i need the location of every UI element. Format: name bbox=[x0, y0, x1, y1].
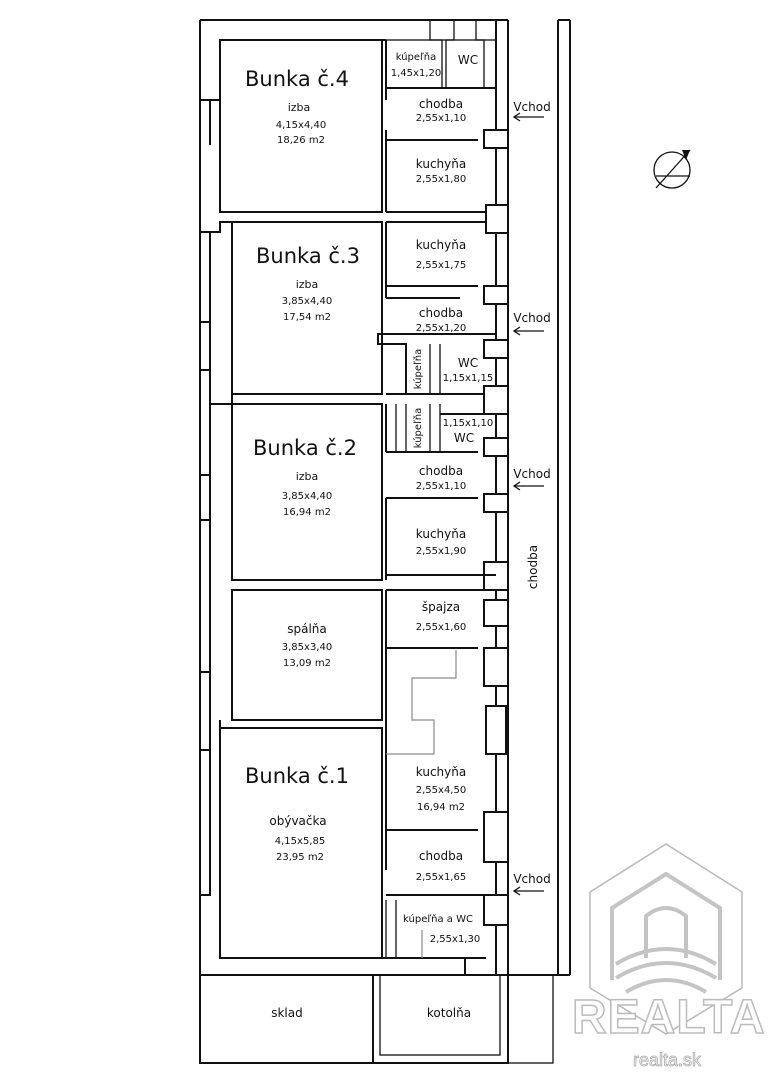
unit-3-dims: 3,85x4,40 bbox=[282, 296, 332, 307]
entrance-arrows bbox=[512, 112, 544, 896]
room-dims: 1,45x1,20 bbox=[391, 68, 441, 79]
room-label: chodba bbox=[419, 97, 463, 111]
brand-url: realta.sk bbox=[632, 1050, 702, 1071]
bedroom-area: 13,09 m2 bbox=[283, 658, 331, 669]
room-dims: 2,55x1,20 bbox=[416, 323, 466, 334]
boiler-label: kotolňa bbox=[427, 1006, 471, 1020]
room-label: kúpeľňa bbox=[412, 408, 424, 449]
corridor-label: chodba bbox=[526, 545, 540, 589]
room-label: kúpeľňa a WC bbox=[403, 913, 473, 925]
unit-4-title: Bunka č.4 bbox=[245, 67, 349, 91]
storage-label: sklad bbox=[271, 1006, 303, 1020]
unit-2-dims: 3,85x4,40 bbox=[282, 491, 332, 502]
interior-walls bbox=[199, 19, 554, 1064]
unit-1-room: obývačka bbox=[269, 814, 326, 828]
bedroom-name: spálňa bbox=[287, 622, 327, 636]
room-dims: 2,55x1,65 bbox=[416, 872, 466, 883]
unit-4-room: izba bbox=[288, 101, 311, 114]
room-dims: 1,15x1,10 bbox=[443, 418, 493, 429]
bedroom-dims: 3,85x3,40 bbox=[282, 642, 332, 653]
entrance-label: Vchod bbox=[513, 872, 550, 886]
north-arrow-icon bbox=[653, 149, 691, 189]
unit-4-area: 18,26 m2 bbox=[277, 135, 325, 146]
room-label: WC bbox=[458, 356, 478, 370]
room-label: kuchyňa bbox=[416, 765, 466, 779]
unit-1-area: 23,95 m2 bbox=[276, 852, 324, 863]
room-label: chodba bbox=[419, 306, 463, 320]
room-label: kúpeľňa bbox=[396, 51, 437, 63]
room-label: kuchyňa bbox=[416, 527, 466, 541]
realta-logo-icon bbox=[589, 843, 743, 1035]
entrance-label: Vchod bbox=[513, 467, 550, 481]
room-label: chodba bbox=[419, 464, 463, 478]
room-dims: 2,55x1,10 bbox=[416, 481, 466, 492]
unit-2-area: 16,94 m2 bbox=[283, 507, 331, 518]
room-dims: 2,55x1,90 bbox=[416, 546, 466, 557]
room-dims: 2,55x1,60 bbox=[416, 622, 466, 633]
unit-4-dims: 4,15x4,40 bbox=[276, 120, 326, 131]
unit-1-dims: 4,15x5,85 bbox=[275, 836, 325, 847]
unit-3-room: izba bbox=[296, 278, 319, 291]
unit-3-title: Bunka č.3 bbox=[256, 244, 360, 268]
room-dims: 2,55x1,75 bbox=[416, 260, 466, 271]
unit-1-title: Bunka č.1 bbox=[245, 764, 349, 788]
room-dims: 2,55x1,80 bbox=[416, 174, 466, 185]
brand-name: REALTA bbox=[571, 990, 766, 1045]
room-label: kuchyňa bbox=[416, 238, 466, 252]
room-dims: 1,15x1,15 bbox=[443, 373, 493, 384]
entrance-label: Vchod bbox=[513, 100, 550, 114]
room-label: kuchyňa bbox=[416, 157, 466, 171]
room-label: špajza bbox=[422, 600, 460, 614]
unit-3-area: 17,54 m2 bbox=[283, 312, 331, 323]
room-label: WC bbox=[454, 431, 474, 445]
room-area: 16,94 m2 bbox=[417, 802, 465, 813]
room-dims: 2,55x1,30 bbox=[430, 934, 480, 945]
unit-2-title: Bunka č.2 bbox=[253, 436, 357, 460]
room-label: WC bbox=[458, 53, 478, 67]
unit-2-room: izba bbox=[296, 470, 319, 483]
room-label: kúpeľňa bbox=[412, 349, 424, 390]
room-dims: 2,55x4,50 bbox=[416, 785, 466, 796]
room-label: chodba bbox=[419, 849, 463, 863]
room-dims: 2,55x1,10 bbox=[416, 113, 466, 124]
entrance-label: Vchod bbox=[513, 311, 550, 325]
labels: Bunka č.4 izba 4,15x4,40 18,26 m2 kúpeľň… bbox=[245, 51, 551, 1020]
